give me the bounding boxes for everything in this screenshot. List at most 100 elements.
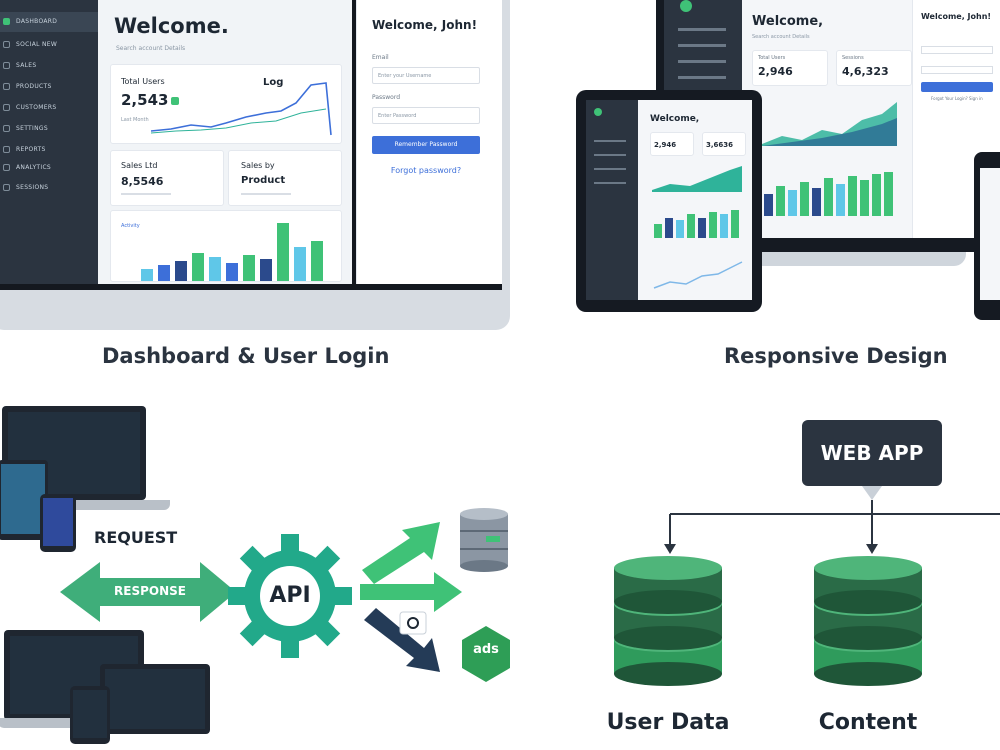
dashboard-subtitle: Search account Details [116, 45, 186, 52]
desktop-stat-card-1: Total Users 2,946 [752, 50, 828, 86]
tablet-stat-1: 2,946 [654, 141, 677, 149]
client-phone-top [40, 494, 76, 552]
chart-log-label: Log [263, 77, 284, 88]
email-field[interactable]: Enter your Username [372, 67, 480, 84]
sales-label: Sales Ltd [121, 161, 158, 170]
bar [277, 223, 289, 281]
desktop-stat-2-label: Sessions [842, 55, 864, 61]
user-data-label: User Data [606, 710, 730, 735]
tablet-nav-line [594, 168, 626, 170]
up-right-arrow [362, 522, 440, 584]
chart-icon [3, 41, 10, 48]
client-laptop-base [0, 500, 170, 510]
bar [776, 186, 785, 216]
phone-screen [980, 168, 1000, 300]
total-users-card: Total Users 2,543 Last Month Log [110, 64, 342, 144]
content-label: Content [818, 710, 918, 735]
user-data-database-icon [614, 556, 722, 686]
api-label: API [269, 583, 311, 608]
bar [709, 212, 717, 238]
users-line-chart [151, 82, 332, 136]
database-layer [814, 590, 922, 614]
users-line-series [151, 82, 332, 136]
bar [226, 263, 238, 281]
login-button[interactable]: Remember Password [372, 136, 480, 154]
tablet-sidebar [586, 100, 638, 300]
desktop-welcome-sub: Search account Details [752, 34, 810, 40]
client-phone-bottom [70, 686, 110, 744]
response-label: RESPONSE [114, 584, 186, 598]
bar [175, 261, 187, 281]
login-title: Welcome, John! [372, 18, 478, 32]
database-layer [614, 556, 722, 580]
sidebar-item-analytics[interactable]: ANALYTICS [0, 158, 98, 178]
desktop-login-input[interactable] [921, 66, 993, 74]
client-laptop-bottom-2-screen [105, 669, 205, 729]
bar [860, 180, 869, 216]
sidebar-item-sales[interactable]: SALES [0, 56, 98, 76]
password-label: Password [372, 94, 401, 101]
webapp-pointer [862, 486, 882, 500]
database-layer [814, 662, 922, 686]
bar [800, 182, 809, 216]
analytics-icon [3, 164, 10, 171]
bar [141, 269, 153, 281]
dashboard-sidebar: DASHBOARD SOCIAL NEW SALES PRODUCTS CUST… [0, 0, 98, 284]
sidebar-item-customers[interactable]: CUSTOMERS [0, 98, 98, 118]
email-label: Email [372, 54, 389, 61]
sidebar-item-sessions[interactable]: SESSIONS [0, 178, 98, 198]
tablet-stat-card-2: 3,6636 [702, 132, 746, 156]
bar [872, 174, 881, 216]
bar [687, 214, 695, 238]
tablet-welcome: Welcome, [650, 114, 700, 124]
bar [836, 184, 845, 216]
database-layer [614, 626, 722, 650]
client-phone-screen [43, 498, 73, 546]
database-layer [614, 662, 722, 686]
api-diagram [60, 508, 510, 682]
client-laptop-bottom-2 [100, 664, 210, 734]
desktop-charts [762, 102, 897, 216]
bar [311, 241, 323, 281]
sales-by-product-card: Sales by Product [228, 150, 342, 206]
bar [812, 188, 821, 216]
password-field[interactable]: Enter Password [372, 107, 480, 124]
total-users-number: 2,543 [121, 91, 169, 109]
bar [884, 172, 893, 216]
activity-card: Activity [110, 210, 342, 282]
tablet-logo-icon [594, 108, 602, 116]
sidebar-item-social[interactable]: SOCIAL NEW [0, 35, 98, 55]
bar [764, 194, 773, 216]
server-database-icon [460, 508, 508, 572]
desktop-welcome: Welcome, [752, 14, 824, 29]
nav-line [678, 76, 726, 79]
tablet-nav-line [594, 140, 626, 142]
sidebar-item-settings[interactable]: SETTINGS [0, 119, 98, 139]
desktop-stat-1-label: Total Users [758, 55, 786, 61]
database-layer [814, 556, 922, 580]
tablet-stat-card-1: 2,946 [650, 132, 694, 156]
sidebar-item-dashboard[interactable]: DASHBOARD [0, 12, 98, 32]
clock-icon [3, 184, 10, 191]
sales-value: 8,5546 [121, 175, 164, 188]
total-users-value: 2,543 [121, 91, 180, 109]
desktop-login-button[interactable] [921, 82, 993, 92]
forgot-password-link[interactable]: Forgot password? [390, 166, 462, 175]
bar [260, 259, 272, 281]
desktop-login-input[interactable] [921, 46, 993, 54]
desktop-forgot-link[interactable]: Forgot Your Login? Sign in [931, 96, 983, 101]
total-users-label: Total Users [121, 77, 165, 86]
database-layer [814, 626, 922, 650]
sales-by-label: Sales by [241, 161, 275, 170]
endpoint-circle-icon [407, 617, 419, 629]
bar [209, 257, 221, 281]
sales-by-value: Product [241, 175, 286, 186]
sidebar-item-products[interactable]: PRODUCTS [0, 77, 98, 97]
tablet-nav-line [594, 182, 626, 184]
sidebar-item-reports[interactable]: REPORTS [0, 140, 98, 160]
right-arrow [360, 572, 462, 612]
desktop-stat-1: 2,946 [758, 65, 793, 78]
nav-line [678, 60, 726, 63]
architecture-connectors [664, 486, 1000, 554]
bar [676, 220, 684, 238]
